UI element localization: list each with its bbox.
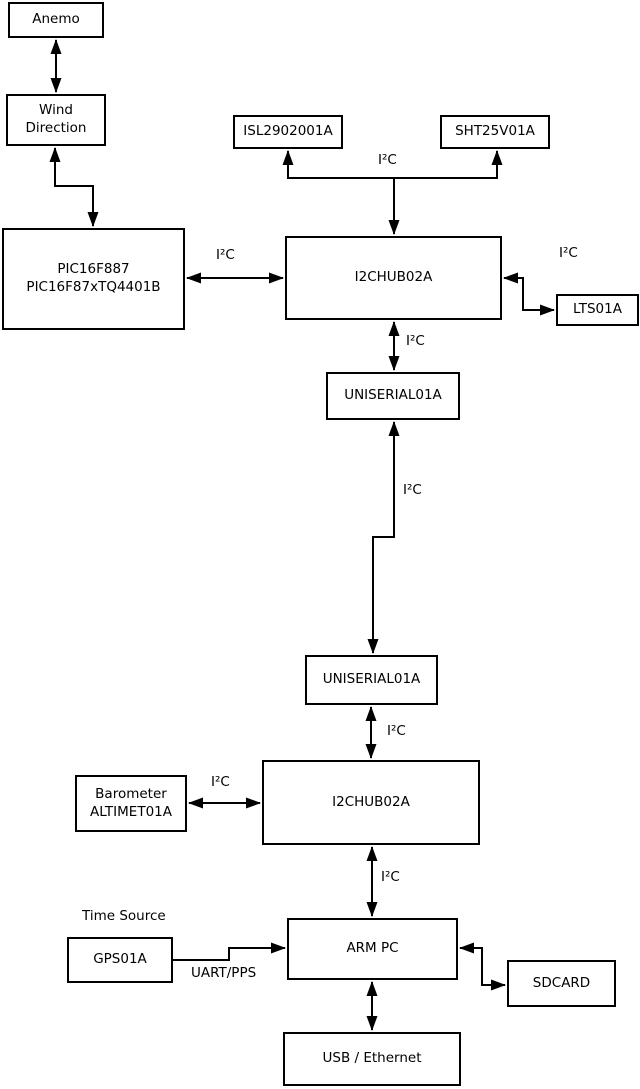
node-sht25v01a: SHT25V01A [440, 115, 550, 149]
node-anemo-label: Anemo [32, 11, 80, 28]
edge-label-i2c-uniserial2-hub2: I²C [387, 723, 406, 739]
node-gps01a-label: GPS01A [93, 951, 147, 968]
node-uniserial01a-2: UNISERIAL01A [305, 655, 438, 705]
node-uniserial01a-1: UNISERIAL01A [326, 372, 460, 420]
node-sdcard-label: SDCARD [532, 974, 591, 991]
node-sht25v01a-label: SHT25V01A [455, 123, 535, 140]
node-pic: PIC16F887 PIC16F87xTQ4401B [2, 228, 185, 330]
node-uniserial01a-1-label: UNISERIAL01A [344, 387, 442, 404]
connector-i2c-branch-isl-sht [282, 150, 503, 179]
node-arm-pc: ARM PC [287, 918, 458, 980]
connector-gps-armpc [173, 942, 286, 961]
node-usb-ethernet: USB / Ethernet [283, 1032, 461, 1086]
node-sdcard: SDCARD [507, 960, 616, 1007]
node-anemo: Anemo [8, 2, 104, 38]
node-i2chub02a-2: I2CHUB02A [262, 760, 480, 845]
node-barometer: Barometer ALTIMET01A [75, 775, 187, 832]
edge-label-i2c-pic-hub1: I²C [216, 247, 235, 263]
connector-uniserial1-uniserial2 [367, 421, 400, 654]
node-i2chub02a-2-label: I2CHUB02A [332, 793, 410, 810]
node-barometer-label: Barometer ALTIMET01A [90, 785, 172, 820]
node-wind-direction: Wind Direction [6, 94, 106, 146]
connector-i2chub1-lts [503, 272, 555, 316]
node-arm-pc-label: ARM PC [346, 940, 399, 957]
edge-label-i2c-barometer-hub2: I²C [211, 774, 230, 790]
node-isl2902001a-label: ISL2902001A [243, 123, 333, 140]
edge-label-i2c-hub1-lts: I²C [559, 245, 578, 261]
connector-armpc-sdcard [459, 942, 506, 991]
node-lts01a-label: LTS01A [573, 301, 622, 318]
node-usb-ethernet-label: USB / Ethernet [322, 1050, 422, 1067]
node-gps01a: GPS01A [67, 937, 173, 983]
edge-label-i2c-uniserial-link: I²C [403, 482, 422, 498]
node-isl2902001a: ISL2902001A [233, 115, 343, 149]
edge-label-uart-pps: UART/PPS [191, 965, 257, 981]
node-uniserial01a-2-label: UNISERIAL01A [322, 671, 421, 688]
node-wind-direction-label: Wind Direction [25, 102, 87, 136]
node-pic-label: PIC16F887 PIC16F87xTQ4401B [26, 261, 161, 295]
node-lts01a: LTS01A [556, 294, 639, 326]
node-i2chub02a-1: I2CHUB02A [285, 236, 502, 320]
node-i2chub02a-1-label: I2CHUB02A [354, 269, 433, 286]
edge-label-time-source: Time Source [82, 908, 166, 924]
connector-wind-direction-pic [49, 147, 99, 227]
edge-label-i2c-hub1-uniserial1: I²C [406, 333, 425, 349]
edge-label-i2c-branch: I²C [378, 152, 397, 168]
edge-label-i2c-hub2-armpc: I²C [381, 869, 400, 885]
